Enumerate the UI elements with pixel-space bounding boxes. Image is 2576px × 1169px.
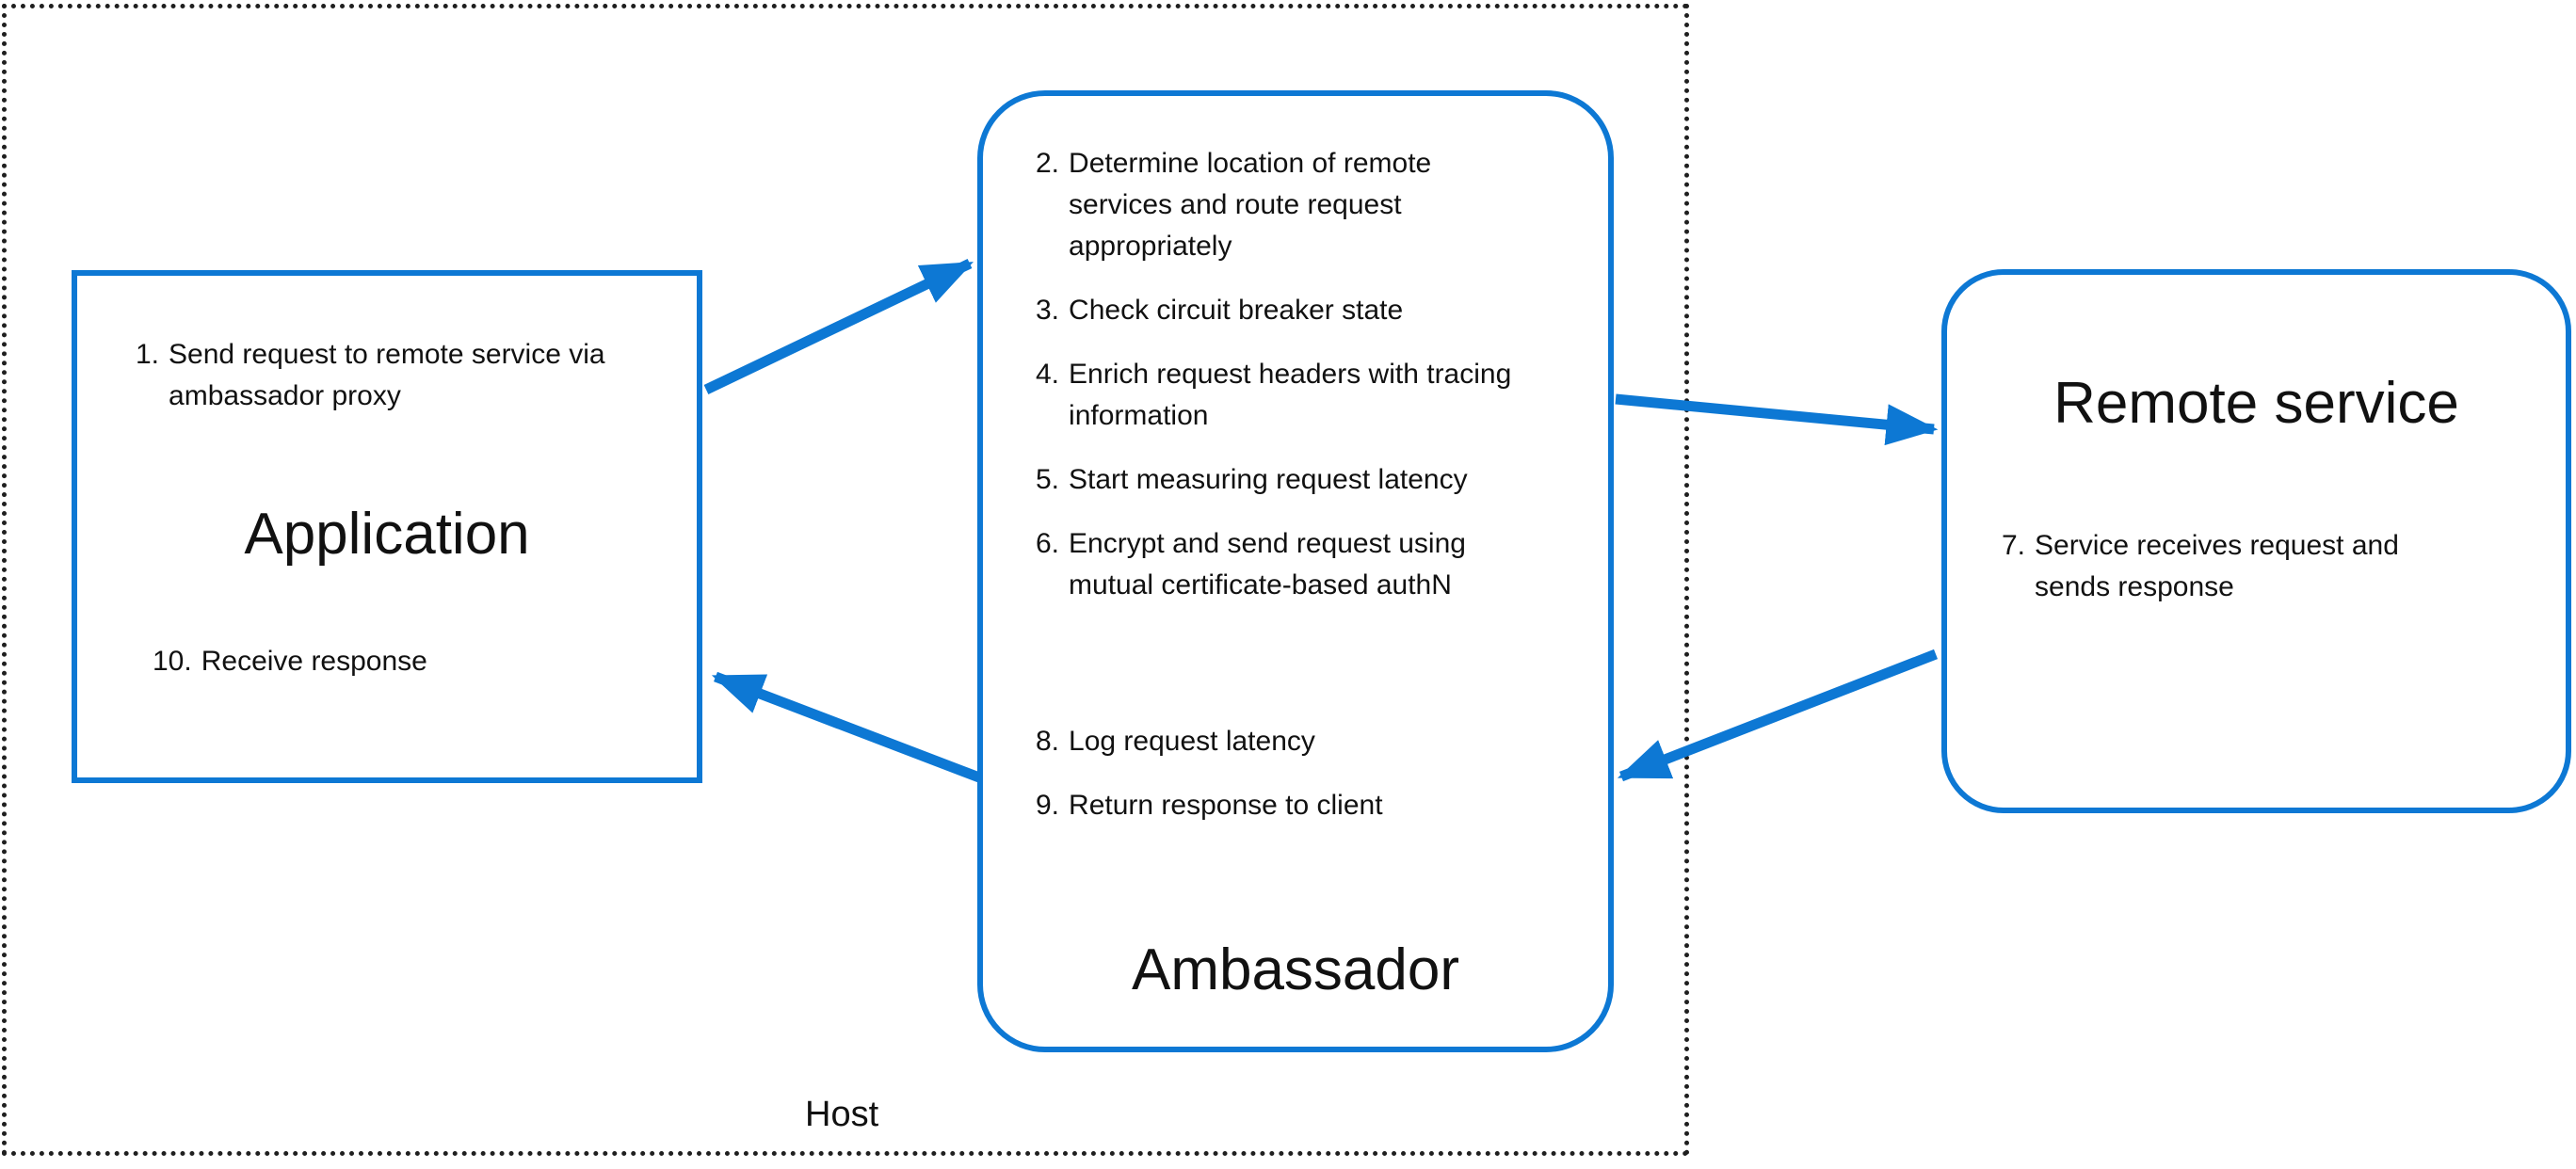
step-number: 1. bbox=[136, 339, 160, 370]
host-label: Host bbox=[805, 1095, 879, 1134]
remote-service-step-7: 7. Service receives request and sends re… bbox=[2002, 525, 2439, 608]
step-text: Start measuring request latency bbox=[1069, 464, 1468, 495]
ambassador-step-6: 6. Encrypt and send request using mutual… bbox=[1036, 523, 1521, 606]
ambassador-step-3: 3. Check circuit breaker state bbox=[1036, 290, 1521, 331]
ambassador-box: 2. Determine location of remote services… bbox=[977, 90, 1614, 1052]
step-text: Log request latency bbox=[1069, 726, 1315, 757]
step-number: 10. bbox=[153, 646, 192, 677]
step-text: Enrich request headers with tracing info… bbox=[1069, 359, 1512, 431]
step-number: 7. bbox=[2002, 530, 2026, 561]
step-text: Determine location of remote services an… bbox=[1069, 148, 1432, 262]
application-step-1: 1. Send request to remote service via am… bbox=[136, 334, 611, 417]
remote-service-box: Remote service 7. Service receives reque… bbox=[1941, 269, 2571, 813]
step-number: 6. bbox=[1036, 528, 1060, 559]
step-number: 5. bbox=[1036, 464, 1060, 495]
application-title: Application bbox=[244, 502, 530, 567]
ambassador-step-8: 8. Log request latency bbox=[1036, 721, 1521, 762]
step-text: Return response to client bbox=[1069, 790, 1383, 821]
step-number: 8. bbox=[1036, 726, 1060, 757]
ambassador-step-5: 5. Start measuring request latency bbox=[1036, 459, 1521, 501]
step-number: 4. bbox=[1036, 359, 1060, 390]
ambassador-step-2: 2. Determine location of remote services… bbox=[1036, 143, 1521, 267]
application-box: 1. Send request to remote service via am… bbox=[72, 270, 702, 783]
host-boundary bbox=[2, 4, 1689, 1156]
step-number: 3. bbox=[1036, 295, 1060, 326]
step-text: Receive response bbox=[201, 646, 427, 677]
ambassador-step-4: 4. Enrich request headers with tracing i… bbox=[1036, 354, 1521, 437]
step-number: 2. bbox=[1036, 148, 1060, 179]
step-text: Encrypt and send request using mutual ce… bbox=[1069, 528, 1466, 601]
step-number: 9. bbox=[1036, 790, 1060, 821]
ambassador-step-9: 9. Return response to client bbox=[1036, 785, 1521, 826]
step-text: Service receives request and sends respo… bbox=[2035, 530, 2399, 602]
ambassador-title: Ambassador bbox=[1131, 937, 1460, 1002]
application-step-10: 10. Receive response bbox=[153, 641, 427, 682]
step-text: Send request to remote service via ambas… bbox=[169, 339, 605, 411]
remote-service-title: Remote service bbox=[2053, 371, 2459, 436]
step-text: Check circuit breaker state bbox=[1069, 295, 1404, 326]
ambassador-steps: 2. Determine location of remote services… bbox=[1036, 143, 1521, 849]
